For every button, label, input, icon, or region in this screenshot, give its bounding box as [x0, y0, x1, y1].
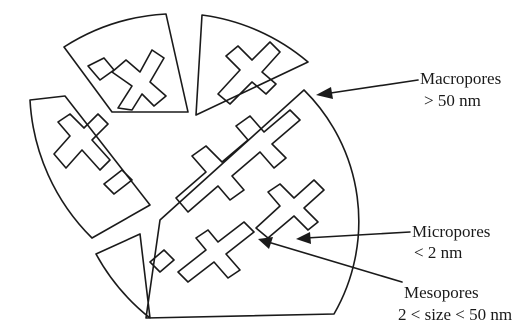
fragment-top-left	[64, 14, 188, 112]
pore-channel-center	[176, 110, 300, 212]
pore-channel-bottom	[178, 222, 254, 282]
macropores-label: Macropores	[420, 69, 501, 88]
macropores-arrowhead	[316, 87, 333, 99]
micropores-arrowhead	[296, 232, 311, 244]
micropores-size-label: < 2 nm	[414, 243, 462, 262]
fragment-bottom-left	[96, 234, 150, 318]
macropores-size-label: > 50 nm	[424, 91, 481, 110]
pore-channel-top-left-branch	[88, 58, 114, 80]
mesopores-arrowhead	[258, 237, 273, 249]
macropores-leader-line	[324, 80, 418, 94]
pore-channel-right	[256, 180, 324, 238]
micropores-label: Micropores	[412, 222, 490, 241]
mesopores-leader-line	[268, 242, 402, 282]
fragment-bottom-right	[146, 90, 359, 318]
mesopores-label: Mesopores	[404, 283, 479, 302]
fragment-top-right	[196, 15, 308, 115]
mesopores-size-label: 2 < size < 50 nm	[398, 305, 512, 324]
pore-channel-left-branch	[104, 170, 132, 194]
pore-channel-top-left	[112, 50, 166, 110]
pore-channel-top-right	[218, 42, 280, 104]
fragment-left	[30, 96, 150, 238]
